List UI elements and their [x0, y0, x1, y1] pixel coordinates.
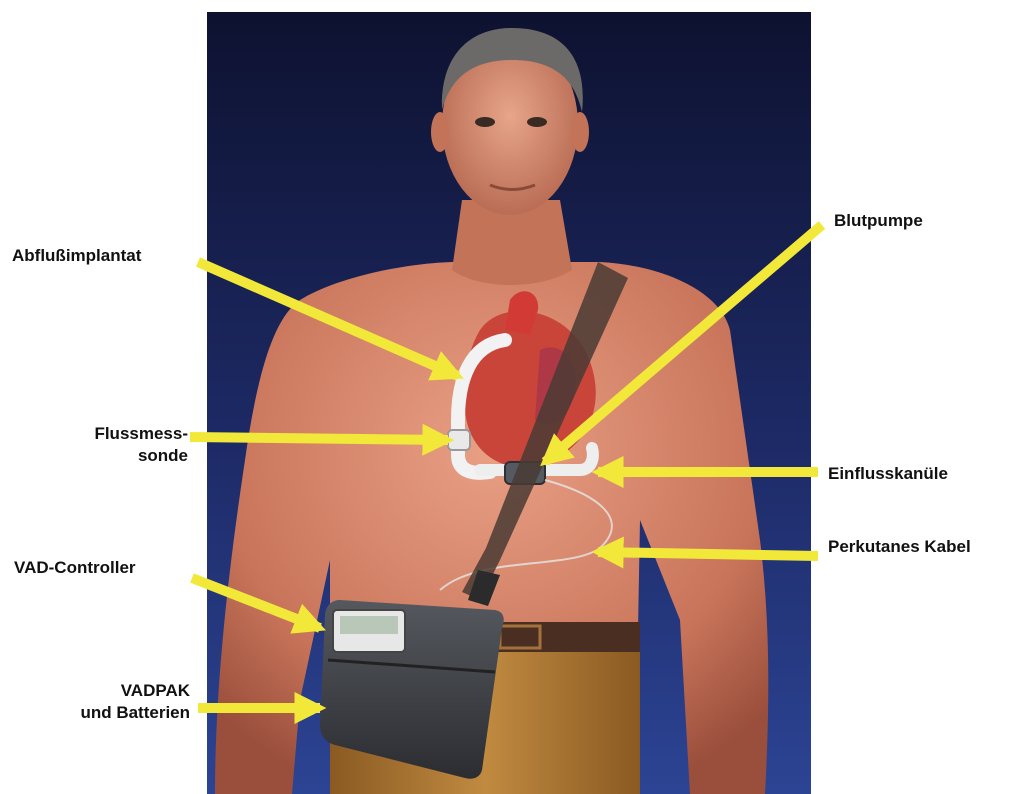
label-vadpak-line1: VADPAK	[40, 680, 190, 702]
label-flussmesssonde-line1: Flussmess-	[60, 423, 188, 445]
arrow-perkutanes-kabel	[598, 552, 818, 556]
label-blutpumpe: Blutpumpe	[834, 210, 923, 232]
label-perkutanes-kabel: Perkutanes Kabel	[828, 536, 971, 558]
label-vad-controller: VAD-Controller	[14, 557, 136, 579]
label-einflusskanuele: Einflusskanüle	[828, 463, 948, 485]
label-vadpak-line2: und Batterien	[40, 702, 190, 724]
label-flussmesssonde-line2: sonde	[60, 445, 188, 467]
arrow-flussmesssonde	[190, 437, 448, 440]
label-flussmesssonde: Flussmess- sonde	[60, 423, 188, 467]
flow-probe	[448, 430, 470, 450]
label-vadpak: VADPAK und Batterien	[40, 680, 190, 724]
label-abflussimplantat: Abflußimplantat	[12, 245, 141, 267]
